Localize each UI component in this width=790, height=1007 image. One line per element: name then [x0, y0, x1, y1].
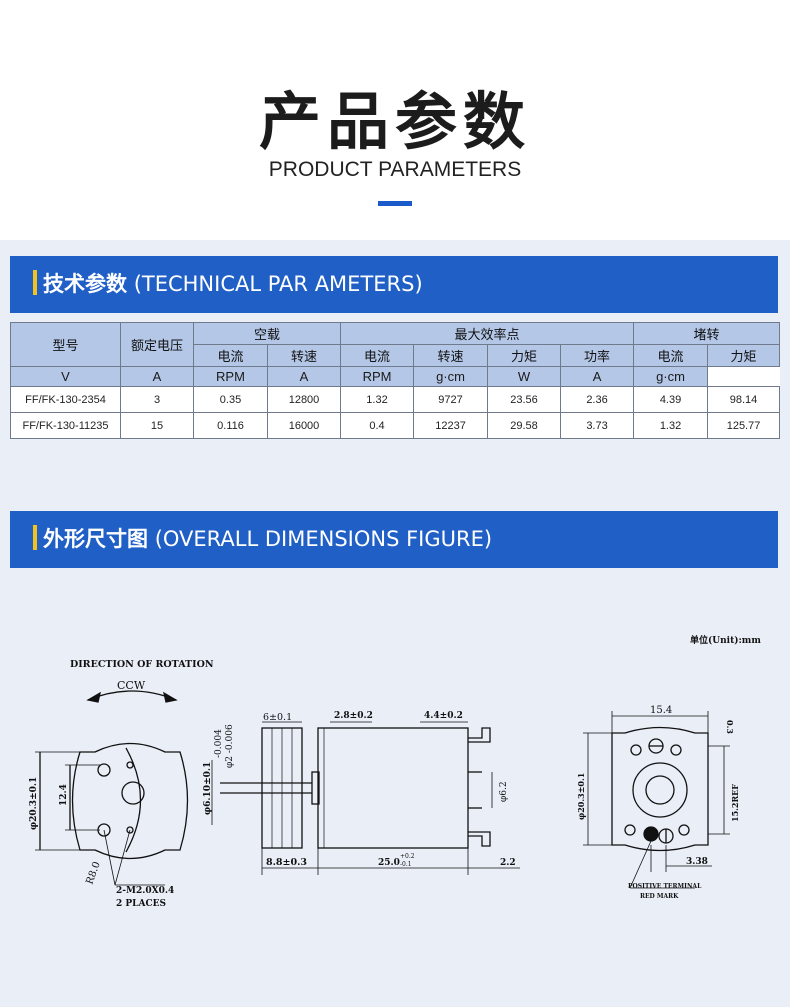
cell-voltage: 15 [120, 412, 194, 439]
cell-model: FF/FK-130-2354 [10, 386, 121, 413]
cell-value: 1.32 [340, 386, 415, 413]
cell-value: 1.32 [633, 412, 709, 439]
technical-header-text: 技术参数 (TECHNICAL PAR AMETERS) [43, 256, 423, 313]
cell-value: 29.58 [487, 412, 562, 439]
header-rated-voltage: 额定电压 [120, 322, 194, 367]
dimensions-section-bg [0, 492, 790, 1007]
units-row: V A RPM A RPM g·cm W A g·cm [10, 366, 780, 387]
header-stall: 堵转 [633, 322, 781, 345]
cell-value: 9727 [413, 386, 489, 413]
cell-value: 98.14 [707, 386, 781, 413]
header-noload-current: 电流 [193, 344, 268, 367]
unit-cell: A [560, 366, 635, 387]
header-stall-current: 电流 [633, 344, 709, 367]
unit-cell: g·cm [413, 366, 489, 387]
page-subtitle: PRODUCT PARAMETERS [268, 158, 522, 181]
parameters-table: 型号 额定电压 空载 最大效率点 堵转 电流 转速 电流 转速 力矩 功率 电流… [10, 322, 781, 439]
technical-header: 技术参数 (TECHNICAL PAR AMETERS) [10, 256, 778, 313]
cell-value: 12800 [266, 386, 342, 413]
header-eff-power: 功率 [560, 344, 635, 367]
unit-cell: V [10, 366, 121, 387]
header-model: 型号 [10, 322, 121, 367]
dimensions-title-cn: 外形尺寸图 [43, 527, 148, 551]
unit-cell: RPM [340, 366, 415, 387]
hero: 产品参数 PRODUCT PARAMETERS [0, 0, 790, 240]
header-eff-torque: 力矩 [487, 344, 562, 367]
table-row: FF/FK-130-2354 3 0.35 12800 1.32 9727 23… [10, 386, 781, 413]
cell-value: 12237 [413, 412, 489, 439]
header-stall-torque: 力矩 [707, 344, 781, 367]
unit-cell: W [487, 366, 562, 387]
cell-value: 2.36 [560, 386, 635, 413]
header-max-efficiency: 最大效率点 [340, 322, 635, 345]
header-noload-speed: 转速 [266, 344, 342, 367]
cell-model: FF/FK-130-11235 [10, 412, 121, 439]
unit-cell: RPM [193, 366, 268, 387]
cell-value: 3.73 [560, 412, 635, 439]
cell-value: 0.35 [193, 386, 268, 413]
unit-cell: g·cm [633, 366, 709, 387]
technical-title-cn: 技术参数 [43, 272, 127, 296]
cell-value: 0.116 [193, 412, 268, 439]
dimensions-title-en: (OVERALL DIMENSIONS FIGURE) [154, 527, 493, 551]
cell-value: 23.56 [487, 386, 562, 413]
header-eff-speed: 转速 [413, 344, 489, 367]
technical-title-en: (TECHNICAL PAR AMETERS) [133, 272, 423, 296]
header-no-load: 空载 [192, 322, 342, 345]
page-title: 产品参数 [258, 85, 531, 158]
cell-value: 4.39 [633, 386, 709, 413]
accent-bar [33, 525, 37, 550]
unit-cell: A [266, 366, 342, 387]
dimensions-header-text: 外形尺寸图 (OVERALL DIMENSIONS FIGURE) [43, 511, 492, 568]
accent-bar [33, 270, 37, 295]
header-eff-current: 电流 [340, 344, 415, 367]
cell-value: 16000 [266, 412, 342, 439]
table-row: FF/FK-130-11235 15 0.116 16000 0.4 12237… [10, 412, 781, 439]
cell-voltage: 3 [120, 386, 194, 413]
unit-cell: A [120, 366, 194, 387]
dimensions-header: 外形尺寸图 (OVERALL DIMENSIONS FIGURE) [10, 511, 778, 568]
title-underline [378, 201, 412, 206]
cell-value: 0.4 [340, 412, 415, 439]
cell-value: 125.77 [707, 412, 781, 439]
unit-note: 单位(Unit):mm [690, 636, 761, 646]
